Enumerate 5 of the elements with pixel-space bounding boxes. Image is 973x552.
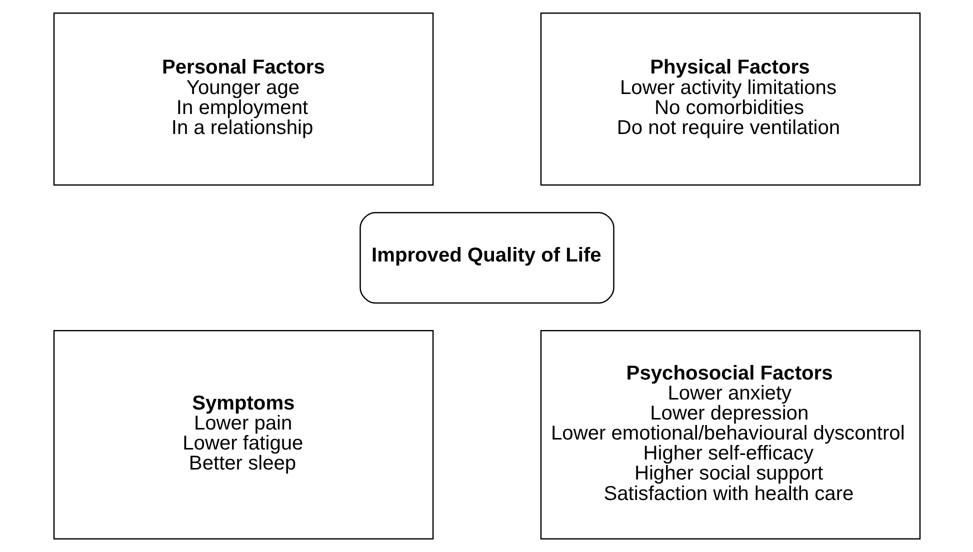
node-box: Symptoms Lower pain Lower fatigue Better sleep — [52, 330, 434, 540]
node-box: Physical Factors Lower activity limitations No comorbidities Do not require ventilation — [540, 12, 920, 186]
node-box: Psychosocial Factors Lower anxiety Lower depression Lower emotional/behavioural dyscontrol Higher self-efficacy Higher social support Satisfaction with health care — [540, 330, 920, 540]
node-box: Improved Quality of Life — [359, 212, 614, 304]
node-box: Personal Factors Younger age In employment In a relationship — [52, 12, 434, 186]
